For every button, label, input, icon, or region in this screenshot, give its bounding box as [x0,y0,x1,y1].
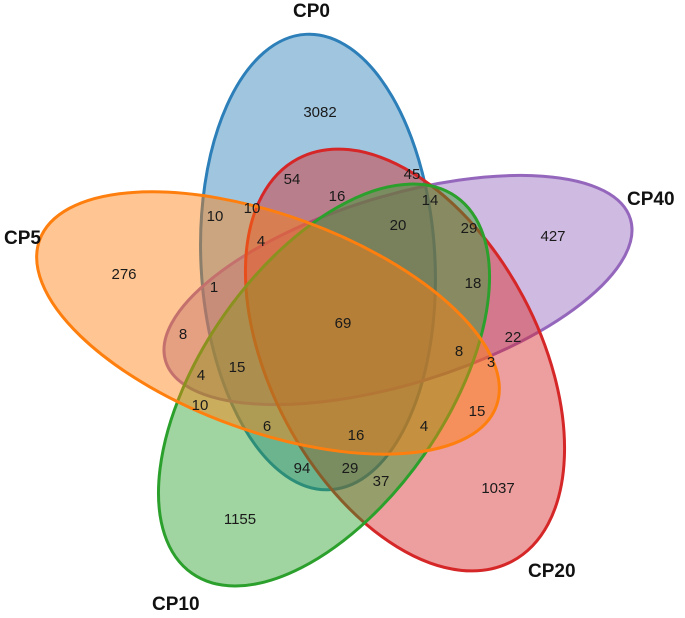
region-count: 4 [197,367,205,384]
set-cp10-ellipse [156,182,492,588]
region-count: 15 [229,359,246,376]
region-count: 22 [505,329,522,346]
set-ellipses [35,32,634,588]
set-label-cp0: CP0 [293,1,330,22]
region-count: 6 [263,418,271,435]
region-count: 3 [487,354,495,371]
region-count: 276 [111,266,136,283]
region-count: 45 [404,166,421,183]
region-count: 3082 [303,104,336,121]
region-count: 10 [244,200,261,217]
set-label-cp20: CP20 [528,561,576,582]
region-count: 18 [465,275,482,292]
region-count: 37 [373,473,390,490]
region-count: 54 [284,171,301,188]
region-count: 427 [540,228,565,245]
region-count: 10 [192,397,209,414]
region-count: 10 [207,208,224,225]
set-cp20-ellipse [243,147,567,573]
set-cp5-ellipse [35,190,501,456]
region-count: 94 [294,460,311,477]
region-count: 16 [348,427,365,444]
region-count: 4 [420,418,428,435]
region-count: 4 [257,233,265,250]
region-count: 69 [335,315,352,332]
region-count: 29 [461,220,478,237]
region-count: 29 [342,460,359,477]
region-count: 1037 [481,480,514,497]
region-count: 8 [455,343,463,360]
region-count: 14 [422,192,439,209]
region-count: 20 [390,217,407,234]
set-label-cp5: CP5 [4,228,41,249]
region-count: 8 [179,326,187,343]
region-counts: 3082 427 1037 1155 276 54 45 16 14 10 10… [111,104,565,528]
set-label-cp10: CP10 [152,594,200,615]
region-count: 1155 [224,511,256,528]
region-count: 15 [469,403,486,420]
set-labels: CP0 CP40 CP20 CP10 CP5 [4,1,675,615]
set-label-cp40: CP40 [627,189,675,210]
set-cp40-ellipse [162,173,634,407]
region-count: 16 [329,188,346,205]
region-count: 1 [210,279,218,296]
